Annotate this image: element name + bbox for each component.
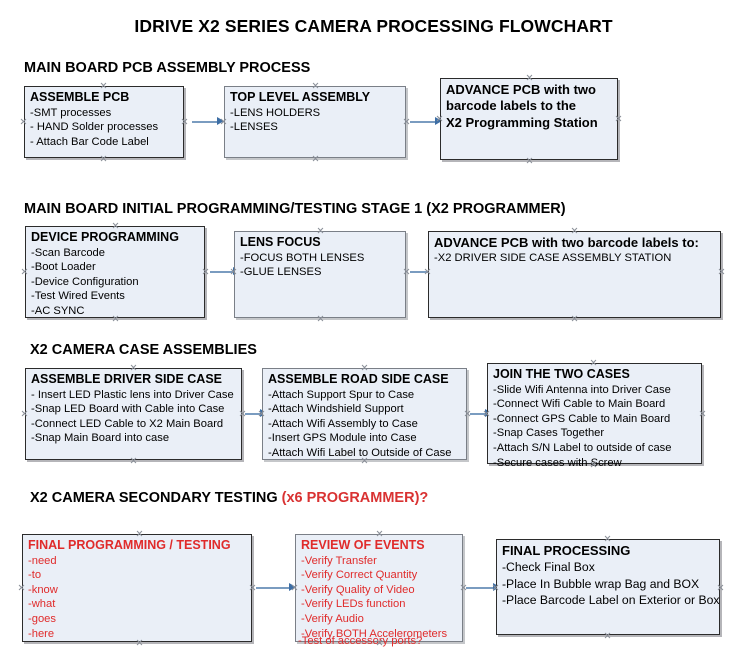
flow-box-line: -Attach Wifi Label to Outside of Case <box>268 447 452 459</box>
flow-box-review-of-events[interactable]: REVIEW OF EVENTS -Verify Transfer -Verif… <box>295 534 463 642</box>
flow-box-final-processing[interactable]: FINAL PROCESSING -Check Final Box -Place… <box>496 539 720 635</box>
flow-box-line: -LENS HOLDERS <box>230 106 321 119</box>
section-heading-text: MAIN BOARD PCB ASSEMBLY PROCESS <box>24 60 311 76</box>
flow-box-line: - HAND Solder processes <box>30 121 159 134</box>
flow-box-line: -X2 DRIVER SIDE CASE ASSEMBLY STATION <box>434 252 672 265</box>
flow-box-line: -Device Configuration <box>31 275 139 288</box>
flow-box-assemble-road-side-case[interactable]: ASSEMBLE ROAD SIDE CASE -Attach Support … <box>262 368 467 460</box>
flow-box-title: FINAL PROGRAMMING / TESTING <box>28 538 231 552</box>
flow-box-title: ADVANCE PCB with two <box>446 82 596 97</box>
flow-box-line: -what <box>28 598 56 611</box>
flow-box-line: -need <box>28 554 57 567</box>
flow-box-line: -AC SYNC <box>31 305 85 317</box>
flow-box-join-the-two-cases[interactable]: JOIN THE TWO CASES -Slide Wifi Antenna i… <box>487 363 702 469</box>
flow-box-line: -Verify LEDs function <box>301 598 406 611</box>
flow-box-advance-pcb-x2-programming[interactable]: ADVANCE PCB with two barcode labels to t… <box>440 78 618 160</box>
flow-box-lens-focus[interactable]: LENS FOCUS -FOCUS BOTH LENSES -GLUE LENS… <box>234 231 406 318</box>
flow-box-assemble-driver-side-case[interactable]: ASSEMBLE DRIVER SIDE CASE - Insert LED P… <box>25 368 242 460</box>
flow-box-title: TOP LEVEL ASSEMBLY <box>230 90 371 104</box>
flow-box-line: -Insert GPS Module into Case <box>268 432 417 445</box>
flow-box-top-level-assembly[interactable]: TOP LEVEL ASSEMBLY -LENS HOLDERS -LENSES <box>224 86 406 158</box>
flow-box-line: - Attach Bar Code Label <box>30 135 149 148</box>
flow-box-line: -Check Final Box <box>502 560 595 575</box>
flow-box-line: -GLUE LENSES <box>240 266 322 279</box>
section-heading-note: (x6 PROGRAMMER)? <box>281 490 429 506</box>
flow-box-device-programming[interactable]: DEVICE PROGRAMMING -Scan Barcode -Boot L… <box>25 226 205 318</box>
flow-box-line: -LENSES <box>230 121 278 134</box>
flow-box-line: -Attach Windshield Support <box>268 403 404 416</box>
flow-box-title-line3: X2 Programming Station <box>446 114 598 130</box>
section-heading-text: X2 CAMERA CASE ASSEMBLIES <box>30 342 257 358</box>
flow-box-title: ASSEMBLE DRIVER SIDE CASE <box>31 372 223 386</box>
flow-box-advance-pcb-driver-side-case[interactable]: ADVANCE PCB with two barcode labels to: … <box>428 231 721 318</box>
flow-box-line: -Scan Barcode <box>31 246 106 259</box>
arrow-review-of-events-to-final-processing <box>466 583 500 592</box>
flow-box-line: -Place In Bubble wrap Bag and BOX <box>502 576 700 591</box>
arrow-top-level-to-advance-pcb <box>410 117 442 126</box>
flow-box-line: -FOCUS BOTH LENSES <box>240 251 365 264</box>
flow-box-line: -Snap Cases Together <box>493 427 605 440</box>
section-heading-x2-camera-secondary-testing: X2 CAMERA SECONDARY TESTING (x6 PROGRAMM… <box>30 490 428 506</box>
flow-box-line: -Verify Quality of Video <box>301 583 415 596</box>
flow-box-title: ASSEMBLE ROAD SIDE CASE <box>268 372 449 386</box>
flow-box-line: -Attach Support Spur to Case <box>268 388 415 401</box>
flow-box-assemble-pcb[interactable]: ASSEMBLE PCB -SMT processes - HAND Solde… <box>24 86 184 158</box>
section-heading-text: X2 CAMERA SECONDARY TESTING <box>30 490 282 506</box>
flow-box-line: -Slide Wifi Antenna into Driver Case <box>493 383 671 396</box>
flow-box-line: -goes <box>28 613 56 625</box>
flow-box-line: -Attach Wifi Assembly to Case <box>268 417 418 430</box>
flow-box-line: -Attach S/N Label to outside of case <box>493 442 672 454</box>
flow-box-line: -know <box>28 583 58 596</box>
flow-box-line: -Snap LED Board with Cable into Case <box>31 403 225 416</box>
arrow-final-programming-to-review-of-events <box>256 583 296 592</box>
flow-box-line: -here <box>28 627 55 640</box>
flow-box-line: -Connect LED Cable to X2 Main Board <box>31 417 224 430</box>
flow-box-line: -Connect Wifi Cable to Main Board <box>493 398 666 411</box>
flow-box-line: -Connect GPS Cable to Main Board <box>493 412 671 425</box>
flow-box-line: -to <box>28 569 42 582</box>
flow-box-line: -Secure cases with Screw <box>493 456 622 469</box>
section-heading-main-board-initial-programming: MAIN BOARD INITIAL PROGRAMMING/TESTING S… <box>24 201 566 217</box>
flow-box-line: -Verify Audio <box>301 613 364 625</box>
flow-box-line: -Verify Transfer <box>301 554 377 567</box>
arrow-assemble-pcb-to-top-level <box>192 117 224 126</box>
flow-box-title: JOIN THE TWO CASES <box>493 367 630 381</box>
flow-box-line: -Test Wired Events <box>31 290 125 303</box>
flow-box-title: ASSEMBLE PCB <box>30 90 130 104</box>
flow-box-title: REVIEW OF EVENTS <box>301 538 425 552</box>
flow-box-line: - Insert LED Plastic lens into Driver Ca… <box>31 388 234 401</box>
flow-box-line: -Boot Loader <box>31 261 96 274</box>
flow-box-title: DEVICE PROGRAMMING <box>31 230 179 244</box>
flow-box-final-programming-testing[interactable]: FINAL PROGRAMMING / TESTING -need -to -k… <box>22 534 252 642</box>
section-heading-text: MAIN BOARD INITIAL PROGRAMMING/TESTING S… <box>24 201 566 217</box>
flow-box-line: -Verify Correct Quantity <box>301 569 418 582</box>
flow-box-overflow-line: -Test of accessory ports? <box>298 635 423 647</box>
flow-box-line: -SMT processes <box>30 106 112 119</box>
flow-box-line: -Verify BOTH Accelerometers <box>301 627 448 640</box>
page-title: IDRIVE X2 SERIES CAMERA PROCESSING FLOWC… <box>134 16 613 36</box>
section-heading-main-board-pcb-assembly: MAIN BOARD PCB ASSEMBLY PROCESS <box>24 60 310 76</box>
flow-box-title: ADVANCE PCB with two barcode labels to: <box>434 235 699 250</box>
flow-box-line: -Snap Main Board into case <box>31 432 170 445</box>
flow-box-title: LENS FOCUS <box>240 235 321 249</box>
section-heading-x2-camera-case-assemblies: X2 CAMERA CASE ASSEMBLIES <box>30 342 257 358</box>
flow-box-line: -Place Barcode Label on Exterior or Box <box>502 593 720 608</box>
flow-box-title-line2: barcode labels to the <box>446 98 577 114</box>
flow-box-title: FINAL PROCESSING <box>502 543 631 558</box>
